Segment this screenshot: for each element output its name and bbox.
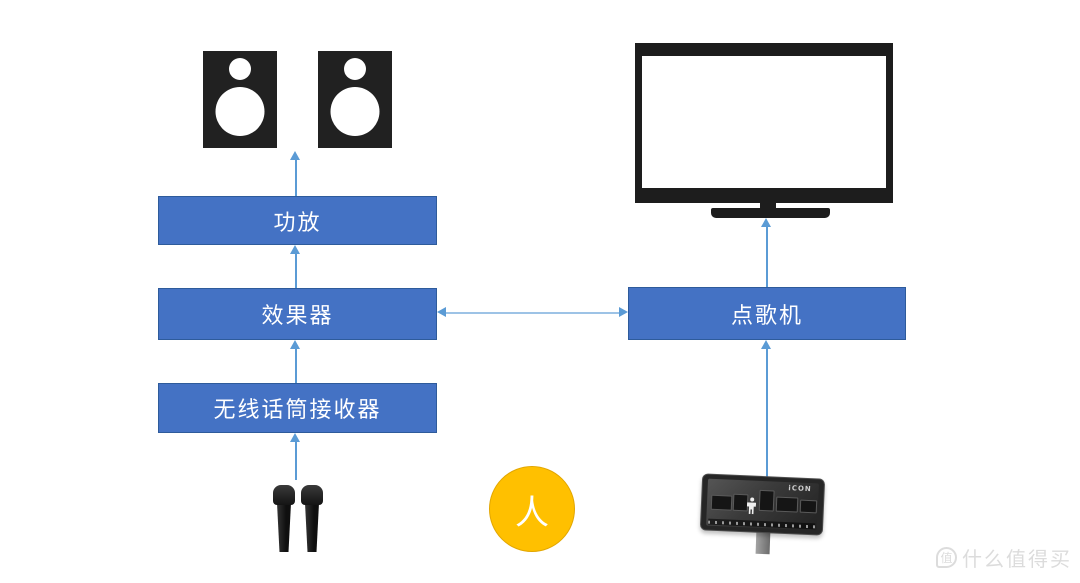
speaker-right-icon	[318, 51, 392, 148]
wireless-microphone-left-icon	[273, 485, 295, 553]
arrowhead-up-tv	[761, 218, 771, 227]
node-karaoke-machine-label: 点歌机	[730, 303, 803, 329]
node-effects-processor-label: 效果器	[261, 304, 334, 329]
node-karaoke-machine: 点歌机	[628, 287, 906, 340]
smzdm-watermark: 值 什么值得买	[936, 543, 1072, 572]
connector-effects-to-amplifier	[295, 254, 297, 288]
connector-amplifier-to-speakers	[295, 160, 297, 196]
microphone-head	[273, 485, 295, 505]
touchscreen-app-tile	[758, 489, 775, 512]
connector-touchscreen-to-karaoke	[766, 349, 768, 477]
person-label: 人	[515, 492, 549, 533]
touchscreen-screen-logo: iCON	[788, 484, 812, 494]
arrowhead-right-karaoke	[619, 307, 628, 317]
touchscreen-app-tile	[799, 499, 818, 514]
microphone-body	[305, 505, 319, 552]
touchscreen-app-tile	[710, 494, 733, 511]
touchscreen-figure-icon	[747, 497, 757, 514]
smzdm-logo-icon: 值	[936, 547, 957, 568]
speaker-woofer	[215, 87, 265, 136]
speaker-left-icon	[203, 51, 277, 148]
speaker-tweeter	[229, 58, 251, 80]
node-wireless-mic-receiver-label: 无线话筒接收器	[213, 398, 382, 423]
arrowhead-up-amplifier	[290, 245, 300, 254]
arrowhead-up-effects	[290, 340, 300, 349]
arrowhead-up-speakers	[290, 151, 300, 160]
touchscreen-app-tile	[775, 496, 799, 513]
wireless-microphone-right-icon	[301, 485, 323, 553]
tv-icon	[635, 43, 893, 203]
speaker-tweeter	[344, 58, 366, 80]
arrowhead-up-karaoke	[761, 340, 771, 349]
smzdm-watermark-text: 什么值得买	[962, 547, 1072, 571]
node-amplifier: 功放	[158, 196, 437, 245]
connector-microphones-to-receiver	[295, 442, 297, 480]
connector-effects-karaoke-bidirectional	[446, 312, 619, 314]
arrowhead-left-effects	[437, 307, 446, 317]
microphone-head	[301, 485, 323, 505]
touchscreen-dock-icons	[708, 518, 816, 530]
node-wireless-mic-receiver: 无线话筒接收器	[158, 383, 437, 433]
arrowhead-up-receiver	[290, 433, 300, 442]
touchscreen-screen: iCON	[706, 478, 819, 531]
person-node: 人	[489, 466, 575, 552]
node-effects-processor: 效果器	[158, 288, 437, 340]
connector-karaoke-to-tv	[766, 227, 768, 287]
speaker-woofer	[330, 87, 380, 136]
tv-stand-neck	[760, 202, 776, 210]
song-selection-touchscreen-icon: iCON	[699, 473, 826, 536]
tv-stand-base	[711, 208, 830, 218]
connector-receiver-to-effects	[295, 349, 297, 383]
node-amplifier-label: 功放	[273, 210, 322, 236]
microphone-body	[277, 505, 291, 552]
